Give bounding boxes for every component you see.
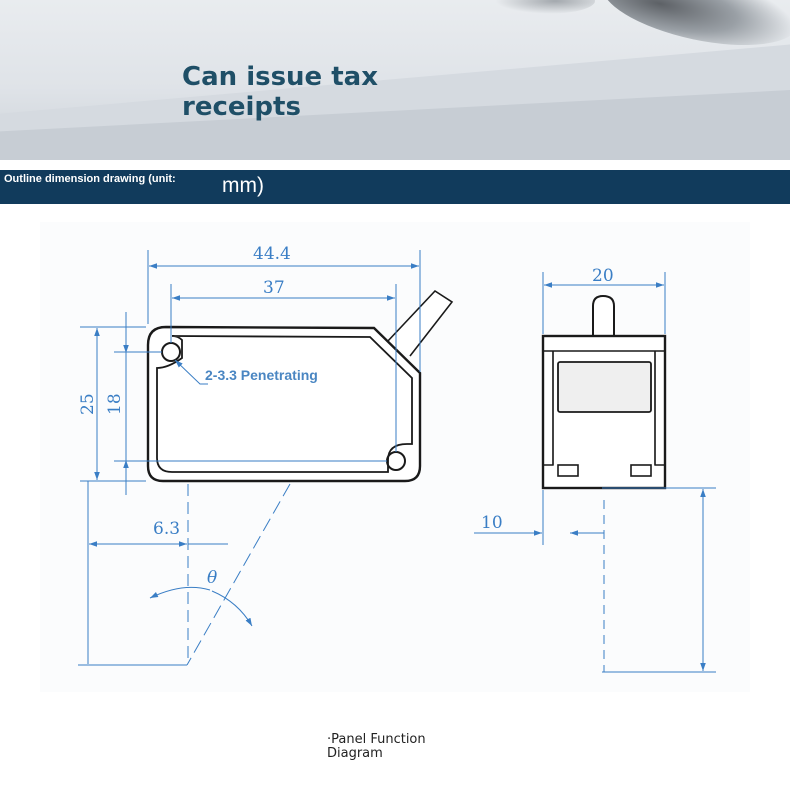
front-view-dimensions bbox=[78, 250, 421, 666]
front-view-labels: 44.4 37 25 18 6.3 θ 2-3.3 Penetrating bbox=[78, 244, 318, 588]
section-heading-unit: mm) bbox=[222, 174, 264, 197]
side-tab-right bbox=[630, 464, 652, 477]
banner-title: Can issue tax receipts bbox=[182, 62, 378, 122]
label-offset-bottom: 6.3 bbox=[153, 519, 180, 539]
label-height-overall: 25 bbox=[78, 393, 98, 415]
side-tab-left bbox=[557, 464, 579, 477]
label-width-overall: 44.4 bbox=[253, 244, 291, 264]
label-side-offset: 10 bbox=[481, 513, 503, 533]
label-side-width: 20 bbox=[592, 266, 614, 286]
beam-angle-line bbox=[186, 483, 291, 666]
label-hole-note: 2-3.3 Penetrating bbox=[205, 367, 318, 383]
sensor-body-outer bbox=[146, 325, 422, 483]
side-cable-stub bbox=[592, 294, 615, 336]
side-window bbox=[557, 361, 652, 413]
dim-arc-angle bbox=[149, 586, 211, 599]
banner-product-shadow-small bbox=[495, 0, 595, 14]
section-header-bar: Outline dimension drawing (unit: mm) bbox=[0, 170, 790, 204]
section-heading-text: Outline dimension drawing (unit: bbox=[4, 173, 176, 185]
product-banner: Can issue tax receipts bbox=[0, 0, 790, 160]
label-hole-pitch-y: 18 bbox=[105, 393, 125, 415]
label-hole-pitch-x: 37 bbox=[263, 278, 285, 298]
side-view-dimensions bbox=[474, 272, 716, 673]
hole-note-leader bbox=[174, 359, 208, 385]
side-view-outline bbox=[541, 294, 667, 490]
panel-function-caption: ·Panel Function Diagram bbox=[327, 732, 426, 761]
side-view-labels: 20 10 bbox=[481, 266, 614, 533]
label-angle: θ bbox=[207, 568, 217, 588]
dimension-drawing: 44.4 37 25 18 6.3 θ 2-3.3 Penetrating 20… bbox=[40, 222, 750, 692]
